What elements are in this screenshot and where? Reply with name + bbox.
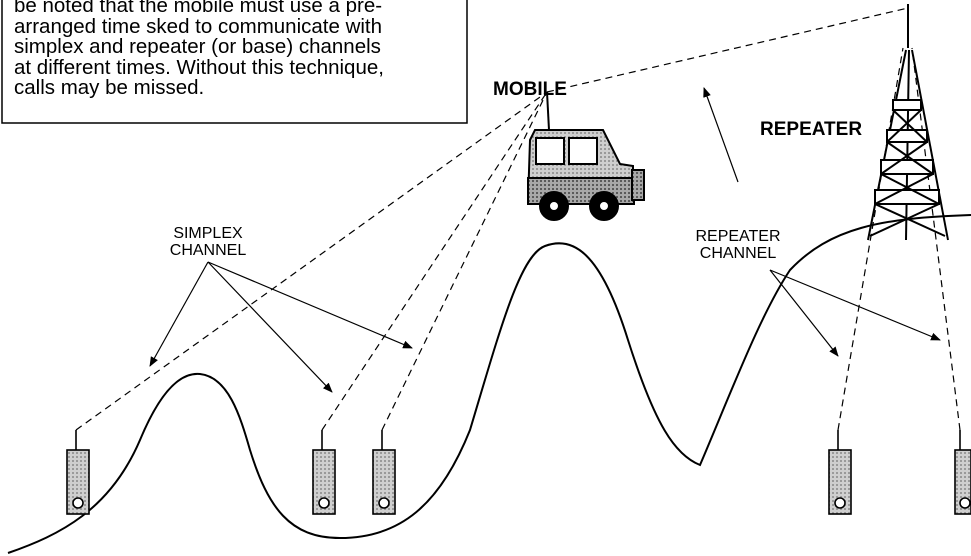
note-line: simplex and repeater (or base) channels — [14, 35, 381, 58]
terrain-hills — [7, 214, 971, 554]
handheld-radio-icon — [828, 430, 852, 515]
handheld-radio-icon — [954, 430, 971, 515]
note-line: be noted that the mobile must use a pre- — [14, 0, 383, 17]
repeater-channel-line: REPEATER — [695, 228, 781, 245]
mobile-label: MOBILE — [493, 79, 567, 100]
repeater-channel-line: CHANNEL — [699, 245, 777, 262]
repeater-channel-label: REPEATER CHANNEL — [690, 228, 786, 262]
signal-paths — [75, 7, 961, 431]
handheld-radio-icon — [372, 430, 396, 515]
repeater-tower-icon — [867, 4, 949, 241]
note-text: be noted that the mobile must use a pre-… — [14, 0, 464, 99]
handheld-radio-icon — [312, 430, 336, 515]
note-line: at different times. Without this techniq… — [14, 55, 384, 79]
simplex-channel-line: SIMPLEX — [173, 225, 243, 242]
note-box — [1, 0, 468, 124]
note-line: calls may be missed. — [14, 76, 205, 99]
simplex-channel-label: SIMPLEX CHANNEL — [158, 225, 258, 259]
note-line: arranged time sked to communicate with — [14, 14, 383, 38]
mobile-vehicle-icon — [526, 91, 645, 221]
handheld-radio-icon — [66, 430, 90, 515]
annotation-arrows — [149, 87, 941, 393]
repeater-label: REPEATER — [760, 119, 863, 140]
simplex-channel-line: CHANNEL — [169, 242, 247, 259]
